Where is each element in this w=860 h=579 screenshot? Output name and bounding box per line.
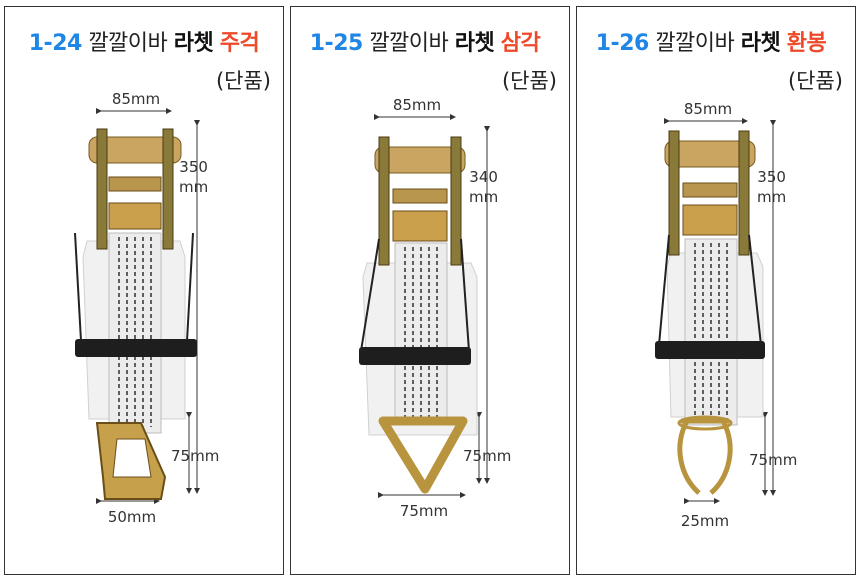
ratchet-side-left <box>96 128 108 250</box>
hook-length-label: 75mm <box>171 447 220 465</box>
product-name: 깔깔이바 <box>655 31 735 56</box>
ratchet-handle <box>88 136 182 164</box>
product-code: 1-26 <box>595 31 650 56</box>
product-code: 1-25 <box>309 31 364 56</box>
delta-ring-hook <box>378 416 468 494</box>
product-name-bold: 라쳇 <box>740 31 781 56</box>
webbing-strap <box>108 232 162 434</box>
ratchet-handle <box>664 140 756 168</box>
product-name-bold: 라쳇 <box>454 31 495 56</box>
product-title: 1-26 깔깔이바 라쳇 환봉 <box>577 25 845 57</box>
height-value: 350 <box>757 168 786 186</box>
product-name: 깔깔이바 <box>88 31 168 56</box>
product-type: 환봉 <box>786 31 827 56</box>
hook-length-label: 75mm <box>463 447 512 465</box>
product-subtitle: (단품) <box>501 69 557 93</box>
product-title: 1-24 깔깔이바 라쳇 주걱 <box>15 25 273 57</box>
product-type: 삼각 <box>500 31 541 56</box>
rubber-band <box>655 341 765 359</box>
height-label: 350 mm <box>757 167 786 207</box>
hook-width-label: 25mm <box>680 512 730 530</box>
product-subtitle: (단품) <box>215 69 271 93</box>
height-label: 340 mm <box>469 167 498 207</box>
width-label: 85mm <box>683 100 733 118</box>
height-unit: mm <box>757 188 787 206</box>
product-name: 깔깔이바 <box>369 31 449 56</box>
ratchet-strap-image <box>655 118 776 504</box>
height-value: 350 <box>179 158 208 176</box>
height-unit: mm <box>469 188 499 206</box>
height-unit: mm <box>179 178 209 196</box>
ratchet-strap-image <box>74 108 200 504</box>
hook-length-label: 75mm <box>749 451 798 469</box>
product-title: 1-25 깔깔이바 라쳇 삼각 <box>291 25 559 57</box>
hook-width-label: 75mm <box>399 502 449 520</box>
product-type: 주걱 <box>219 31 260 56</box>
height-value: 340 <box>469 168 498 186</box>
product-code: 1-24 <box>28 31 83 56</box>
product-name-bold: 라쳇 <box>173 31 214 56</box>
width-label: 85mm <box>392 96 442 114</box>
ratchet-strap-image <box>359 114 490 498</box>
height-label: 350 mm <box>179 157 208 197</box>
width-label: 85mm <box>111 90 161 108</box>
ratchet-handle <box>374 146 466 174</box>
round-rod-hook <box>677 418 733 495</box>
product-subtitle: (단품) <box>787 69 843 93</box>
hook-width-label: 50mm <box>107 508 157 526</box>
product-panel-1-25: 1-25 깔깔이바 라쳇 삼각 (단품) 85mm 340 mm 75mm 75… <box>290 6 570 575</box>
rubber-band <box>359 347 471 365</box>
product-panel-1-24: 1-24 깔깔이바 라쳇 주걱 (단품) <box>4 6 284 575</box>
product-panel-1-26: 1-26 깔깔이바 라쳇 환봉 (단품) 85mm 350 mm 75mm 25… <box>576 6 856 575</box>
rubber-band <box>75 339 197 357</box>
ratchet-side-right <box>162 128 174 250</box>
